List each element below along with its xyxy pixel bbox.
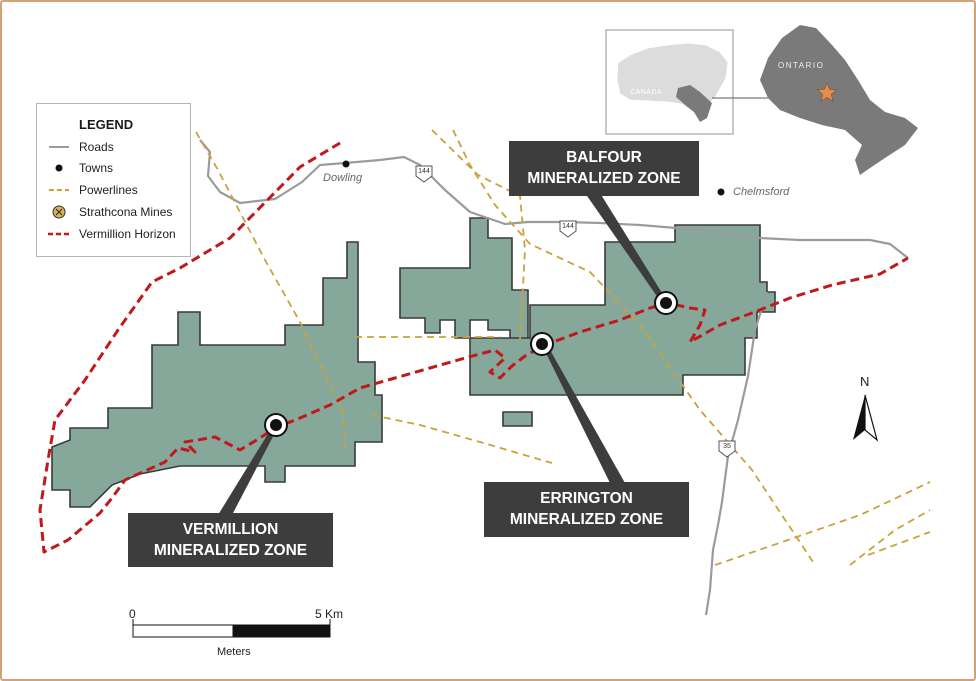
hwy-144-b-label: 144 [562, 223, 574, 230]
zone-label-errington: ERRINGTON MINERALIZED ZONE [484, 482, 689, 537]
shield-144-b [559, 220, 577, 238]
zone-pointers [218, 193, 667, 515]
legend-item-horizon: Vermillion Horizon [37, 225, 192, 243]
powerline-1 [195, 131, 346, 449]
legend-label: Strathcona Mines [79, 205, 173, 219]
legend-title: LEGEND [79, 117, 134, 132]
ontario-star-icon [816, 82, 838, 102]
legend-item-towns: Towns [37, 159, 192, 177]
town-label-dowling: Dowling [323, 172, 363, 184]
north-label: N [860, 374, 870, 389]
road-hwy35 [704, 291, 769, 616]
hwy-35-label: 35 [723, 443, 731, 450]
scale-units-label: Meters [217, 646, 251, 658]
town-dot-icon [55, 164, 63, 172]
town-dot-dowling [342, 160, 350, 168]
zone-subtitle: MINERALIZED ZONE [509, 511, 664, 528]
horizon-dash-icon [48, 232, 70, 236]
scale-end-label: 5 Km [315, 607, 344, 621]
shield-144-a [415, 165, 433, 183]
north-arrow-icon [853, 394, 879, 442]
town-label-chelmsford: Chelmsford [733, 186, 790, 198]
powerline-8 [867, 531, 931, 556]
inset-canada [605, 29, 768, 135]
shield-35 [718, 440, 736, 458]
road-line-icon [49, 146, 69, 148]
claim-block-centre [399, 217, 529, 356]
pointer-balfour [585, 193, 667, 305]
claim-block-west [51, 241, 383, 508]
claim-block-small [502, 411, 533, 427]
highway-shields [415, 165, 736, 458]
scale-bar [132, 619, 331, 638]
marker-vermillion [264, 413, 288, 437]
zone-subtitle: MINERALIZED ZONE [153, 542, 308, 559]
zone-label-vermillion: VERMILLION MINERALIZED ZONE [128, 513, 333, 567]
pointer-vermillion [218, 424, 278, 515]
mine-icon [52, 205, 66, 219]
zone-label-balfour: BALFOUR MINERALIZED ZONE [509, 141, 699, 196]
vermillion-horizon [38, 141, 909, 554]
ontario-land [760, 25, 918, 175]
powerline-5 [371, 414, 553, 464]
legend-label: Powerlines [79, 183, 138, 197]
hwy-144-a-label: 144 [418, 168, 430, 175]
powerline-dash-icon [49, 189, 69, 191]
roads [199, 139, 909, 616]
zone-subtitle: MINERALIZED ZONE [527, 170, 681, 187]
zone-markers [264, 291, 678, 437]
inset-ontario [760, 25, 918, 175]
town-dot-chelmsford [717, 188, 725, 196]
road-north [199, 139, 909, 259]
pointer-errington [541, 341, 625, 483]
legend-label: Vermillion Horizon [79, 227, 176, 241]
zone-title: ERRINGTON [540, 490, 633, 507]
legend-item-powerlines: Powerlines [37, 181, 192, 199]
zone-title: BALFOUR [566, 149, 642, 166]
powerline-6 [714, 481, 931, 566]
legend-label: Roads [79, 140, 114, 154]
legend-label: Towns [79, 161, 114, 175]
ontario-in-canada [676, 85, 712, 122]
inset-province-label: ONTARIO [778, 61, 825, 70]
powerline-7 [849, 509, 931, 566]
scale-start-label: 0 [129, 607, 136, 621]
inset-country-label: CANADA [630, 89, 663, 96]
marker-balfour [654, 291, 678, 315]
legend: LEGEND Roads Towns Powerlines Strathcona… [36, 103, 191, 257]
marker-errington [530, 332, 554, 356]
powerline-2 [431, 129, 526, 341]
horizon-main [38, 141, 909, 554]
legend-item-mines: Strathcona Mines [37, 203, 192, 221]
zone-title: VERMILLION [182, 521, 279, 538]
legend-item-roads: Roads [37, 138, 192, 156]
